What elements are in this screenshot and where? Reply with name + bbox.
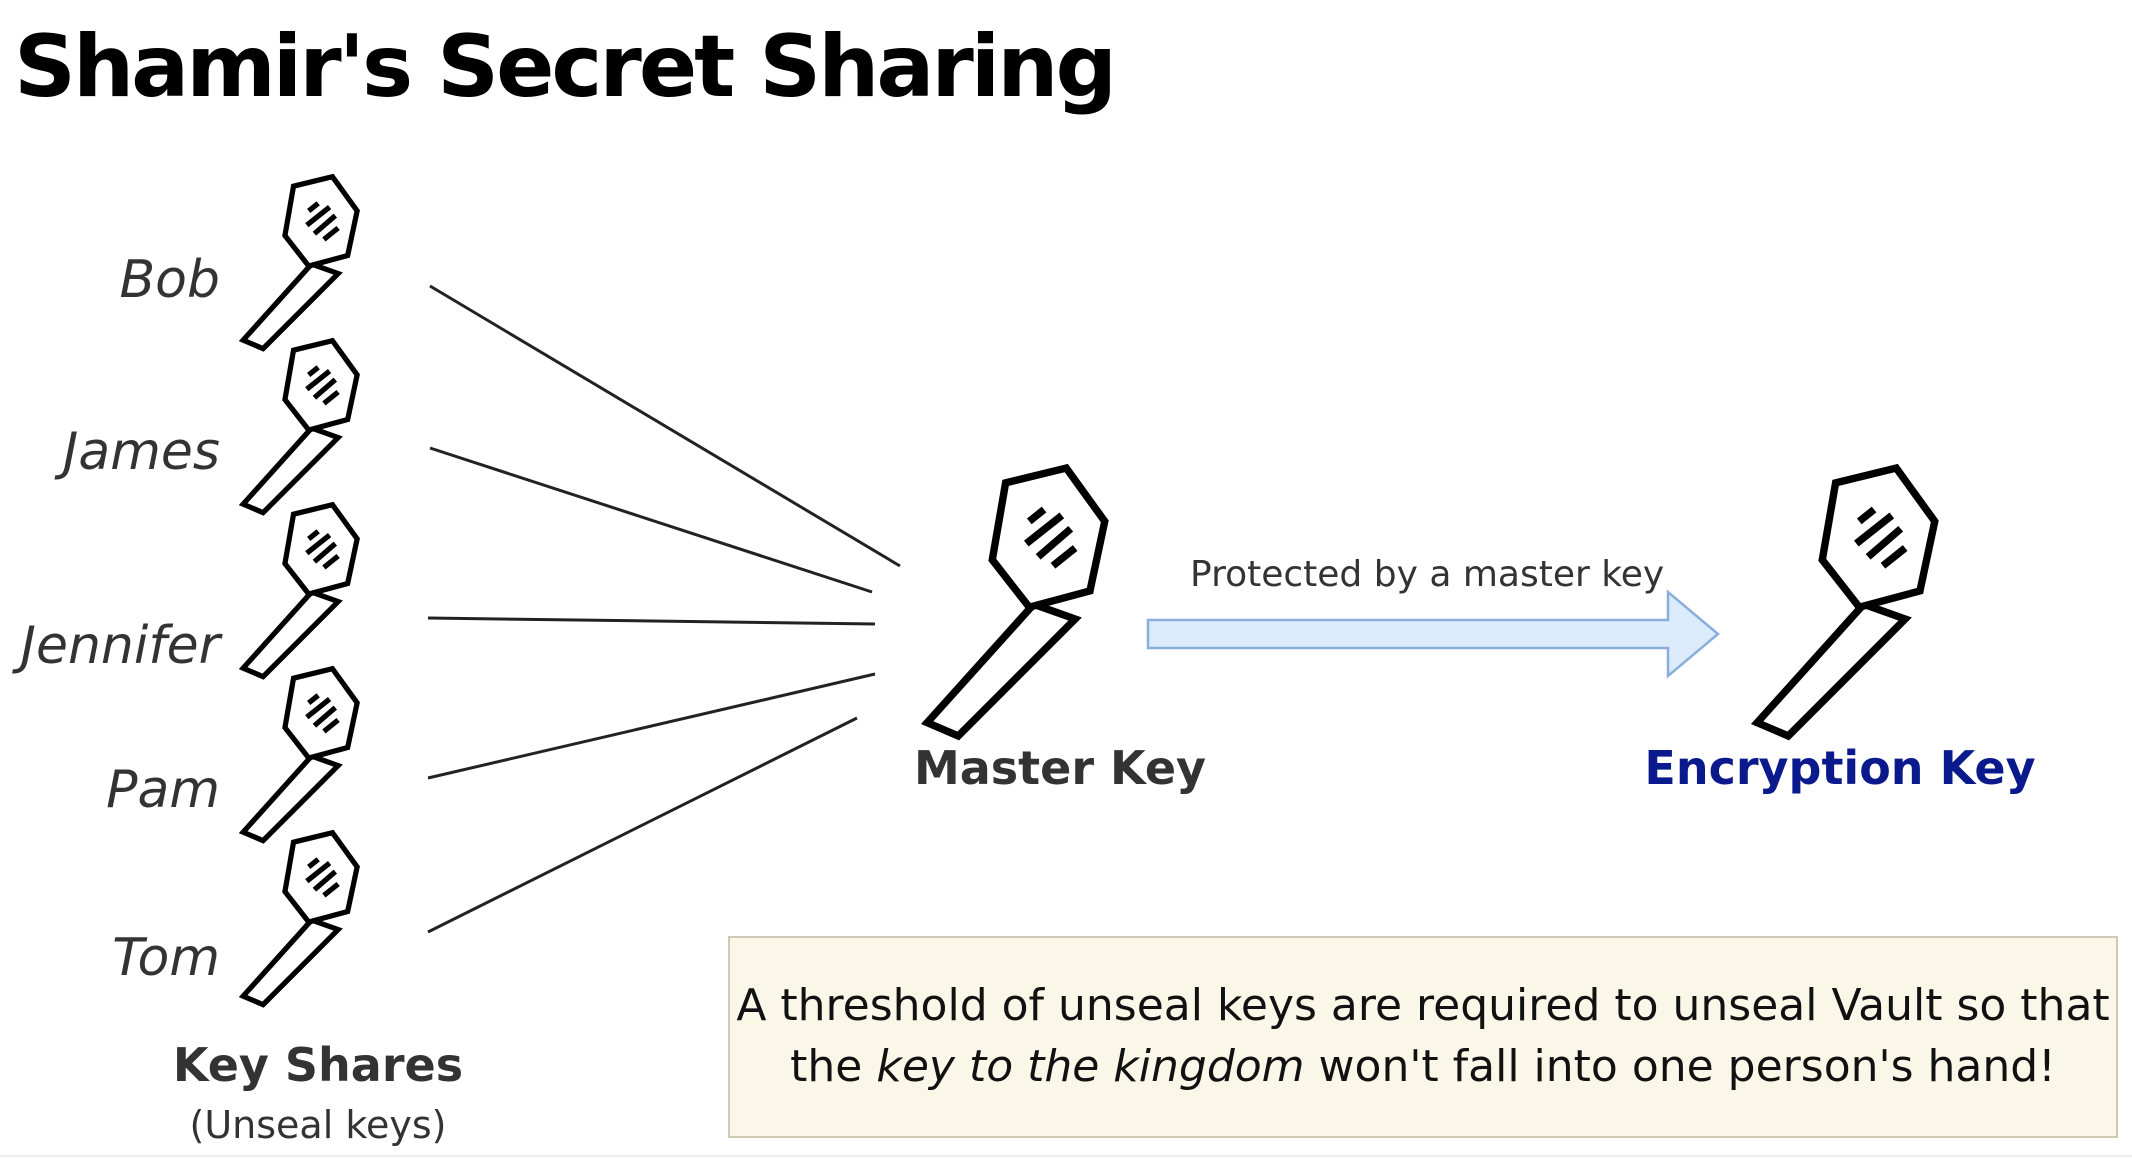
master-key-label: Master Key [913,741,1207,795]
key-icon [920,463,1109,741]
encryption-key-label: Encryption Key [1644,741,2036,795]
key-icon [238,337,360,516]
connector-line-pam [427,672,876,780]
protected-by-arrow [1146,589,1720,679]
person-name-james: James [63,422,220,482]
share-connector-lines [427,284,901,934]
connector-line-jennifer [427,616,876,626]
key-shares-label: Key Shares [172,1038,464,1092]
person-name-pam: Pam [106,760,220,820]
note-line-2-before: the [790,1041,877,1092]
person-name-tom: Tom [112,928,220,988]
person-name-bob: Bob [119,250,221,310]
note-line-1: A threshold of unseal keys are required … [736,980,2110,1032]
key-icon [238,501,360,680]
key-icon [1750,463,1939,741]
connector-line-bob [429,284,901,568]
person-name-jennifer: Jennifer [20,616,220,676]
key-icon [238,173,360,352]
note-line-2-after: won't fall into one person's hand! [1304,1041,2056,1092]
unseal-keys-sublabel: (Unseal keys) [189,1103,447,1147]
key-icon [238,665,360,844]
connector-line-tom [427,716,858,934]
note-line-2: the key to the kingdom won't fall into o… [790,1037,2056,1098]
note-emphasis: key to the kingdom [876,1041,1305,1092]
connector-line-james [429,446,873,594]
protected-by-label: Protected by a master key [1190,554,1665,595]
page-title: Shamir's Secret Sharing [14,17,1117,117]
key-icon [238,829,360,1008]
threshold-note: A threshold of unseal keys are required … [728,936,2118,1138]
